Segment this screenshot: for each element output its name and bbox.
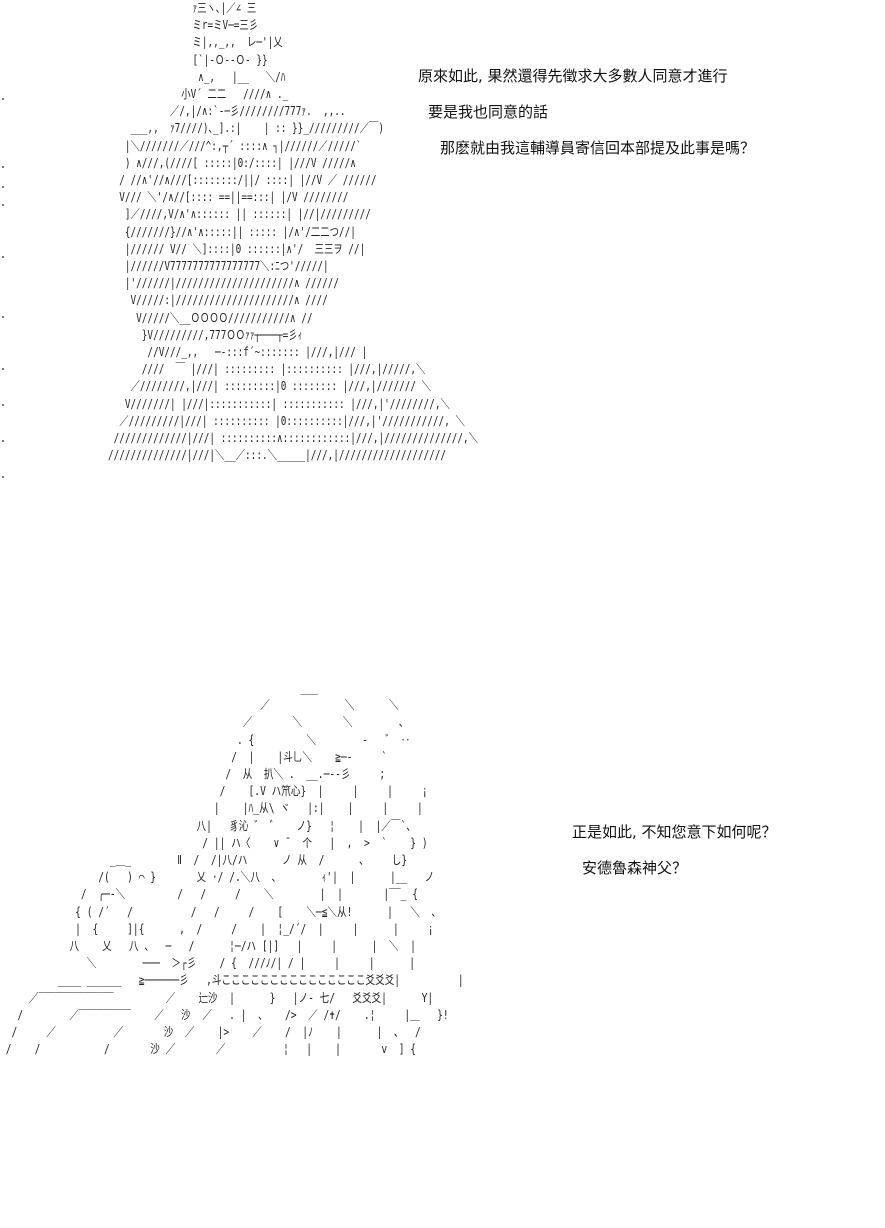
edge-dot [2,404,4,406]
ascii-art-robed-figure: ｧ三ヽ､|／∠ 三 ミr=ミV─=三彡 ミ|,,_,, レ─'|乂 [`|-Ｏ-… [107,1,479,463]
edge-dot [2,166,4,168]
edge-dot [2,98,4,100]
edge-dot [2,256,4,258]
ascii-art-seated-figure: ___ ／ ＼ ＼ ／ ＼ ＼ 、 . { ＼ [5,681,464,1057]
edge-dot [2,186,4,188]
dialogue-line: 原來如此, 果然還得先徵求大多數人同意才進行 [418,67,728,85]
edge-dot [2,316,4,318]
edge-dot [2,204,4,206]
dialogue-line: 安德魯森神父？ [582,859,688,877]
dialogue-line: 正是如此, 不知您意下如何呢？ [572,823,777,841]
dialogue-line: 要是我也同意的話 [428,103,549,121]
dialogue-line: 那麽就由我這輔導員寄信回本部提及此事是嗎？ [440,139,756,157]
edge-dot [2,440,4,442]
edge-dot [2,476,4,478]
edge-dot [2,368,4,370]
